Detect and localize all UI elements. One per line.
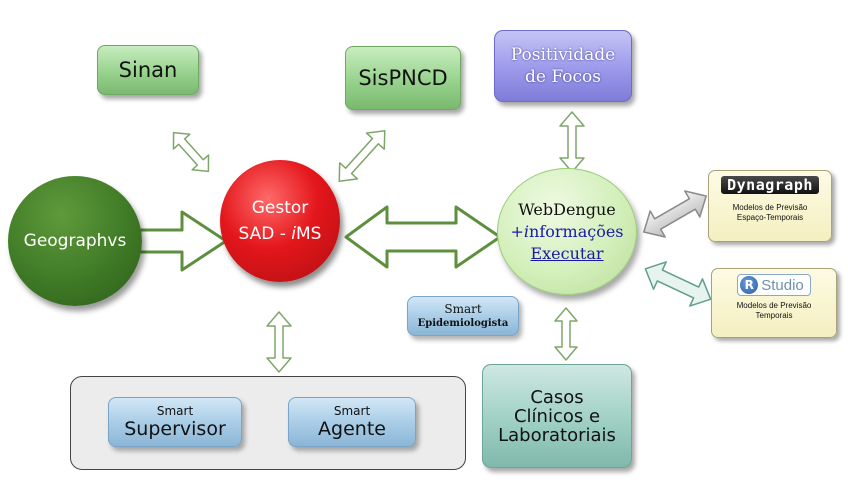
rstudio-logo: R Studio bbox=[737, 274, 811, 296]
arrow-geographvs-gestor bbox=[138, 210, 228, 272]
arrow-webdengue-dynagraph bbox=[643, 190, 707, 238]
arrow-webdengue-rstudio bbox=[644, 261, 712, 307]
gestor-sad: SAD - bbox=[238, 224, 292, 244]
gestor-ms: MS bbox=[296, 224, 322, 244]
sinan-box: Sinan bbox=[97, 45, 199, 95]
rstudio-text-line2: Temporais bbox=[755, 311, 793, 320]
arrow-gestor-webdengue bbox=[344, 205, 502, 269]
sispncd-box: SisPNCD bbox=[345, 46, 461, 110]
info-i: i bbox=[523, 221, 530, 241]
gestor-line2: SAD - iMS bbox=[239, 221, 322, 247]
webdengue-title: WebDengue bbox=[518, 199, 616, 219]
webdengue-informacoes-link[interactable]: +informações bbox=[510, 221, 623, 243]
dynagraph-box: Dynagraph Modelos de Previsão Espaço-Tem… bbox=[708, 170, 832, 242]
arrow-gestor-panel bbox=[266, 311, 292, 373]
webdengue-node: WebDengue +informações Executar bbox=[497, 168, 637, 295]
epidemiologista-label: Epidemiologista bbox=[417, 318, 509, 329]
rstudio-text-line1: Modelos de Previsão bbox=[736, 301, 812, 310]
casos-clinicos-box: Casos Clínicos e Laboratoriais bbox=[482, 364, 632, 468]
dynagraph-text-line2: Espaço-Temporais bbox=[736, 213, 804, 222]
r-logo-icon: R bbox=[740, 276, 759, 294]
casos-line2: Clínicos e bbox=[513, 405, 601, 427]
positividade-line2: de Focos bbox=[525, 67, 601, 87]
sispncd-label: SisPNCD bbox=[358, 66, 448, 90]
agente-label: Agente bbox=[318, 418, 386, 440]
gestor-i: i bbox=[291, 224, 297, 244]
agente-smart: Smart bbox=[333, 404, 371, 418]
info-plus: + bbox=[510, 221, 524, 241]
casos-line1: Casos bbox=[530, 386, 584, 408]
epidemiologista-smart: Smart bbox=[444, 302, 482, 316]
supervisor-label: Supervisor bbox=[124, 418, 226, 440]
smart-agente-box: Smart Agente bbox=[288, 397, 416, 447]
arrow-positividade-webdengue bbox=[559, 111, 585, 173]
webdengue-executar-link[interactable]: Executar bbox=[530, 243, 604, 263]
arrow-sinan-gestor bbox=[172, 131, 210, 173]
geographvs-label: Geographvs bbox=[23, 231, 127, 251]
dynagraph-text-line1: Modelos de Previsão bbox=[732, 203, 808, 212]
gestor-node: Gestor SAD - iMS bbox=[220, 160, 340, 282]
dynagraph-logo: Dynagraph bbox=[721, 176, 819, 194]
smart-epidemiologista-box: Smart Epidemiologista bbox=[407, 296, 519, 336]
geographvs-node: Geographvs bbox=[8, 176, 142, 306]
positividade-box: Positividade de Focos bbox=[494, 30, 632, 102]
positividade-line1: Positividade bbox=[510, 45, 616, 65]
supervisor-smart: Smart bbox=[156, 404, 194, 418]
gestor-line1: Gestor bbox=[251, 198, 309, 218]
smart-supervisor-box: Smart Supervisor bbox=[108, 397, 242, 447]
casos-line3: Laboratoriais bbox=[498, 424, 616, 446]
arrow-sispncd-gestor bbox=[338, 129, 386, 183]
arrow-webdengue-casos bbox=[554, 307, 578, 361]
rstudio-logo-text: Studio bbox=[761, 276, 804, 294]
sinan-label: Sinan bbox=[118, 58, 178, 82]
info-rest: nformações bbox=[529, 221, 624, 241]
rstudio-box: R Studio Modelos de Previsão Temporais bbox=[711, 268, 837, 338]
